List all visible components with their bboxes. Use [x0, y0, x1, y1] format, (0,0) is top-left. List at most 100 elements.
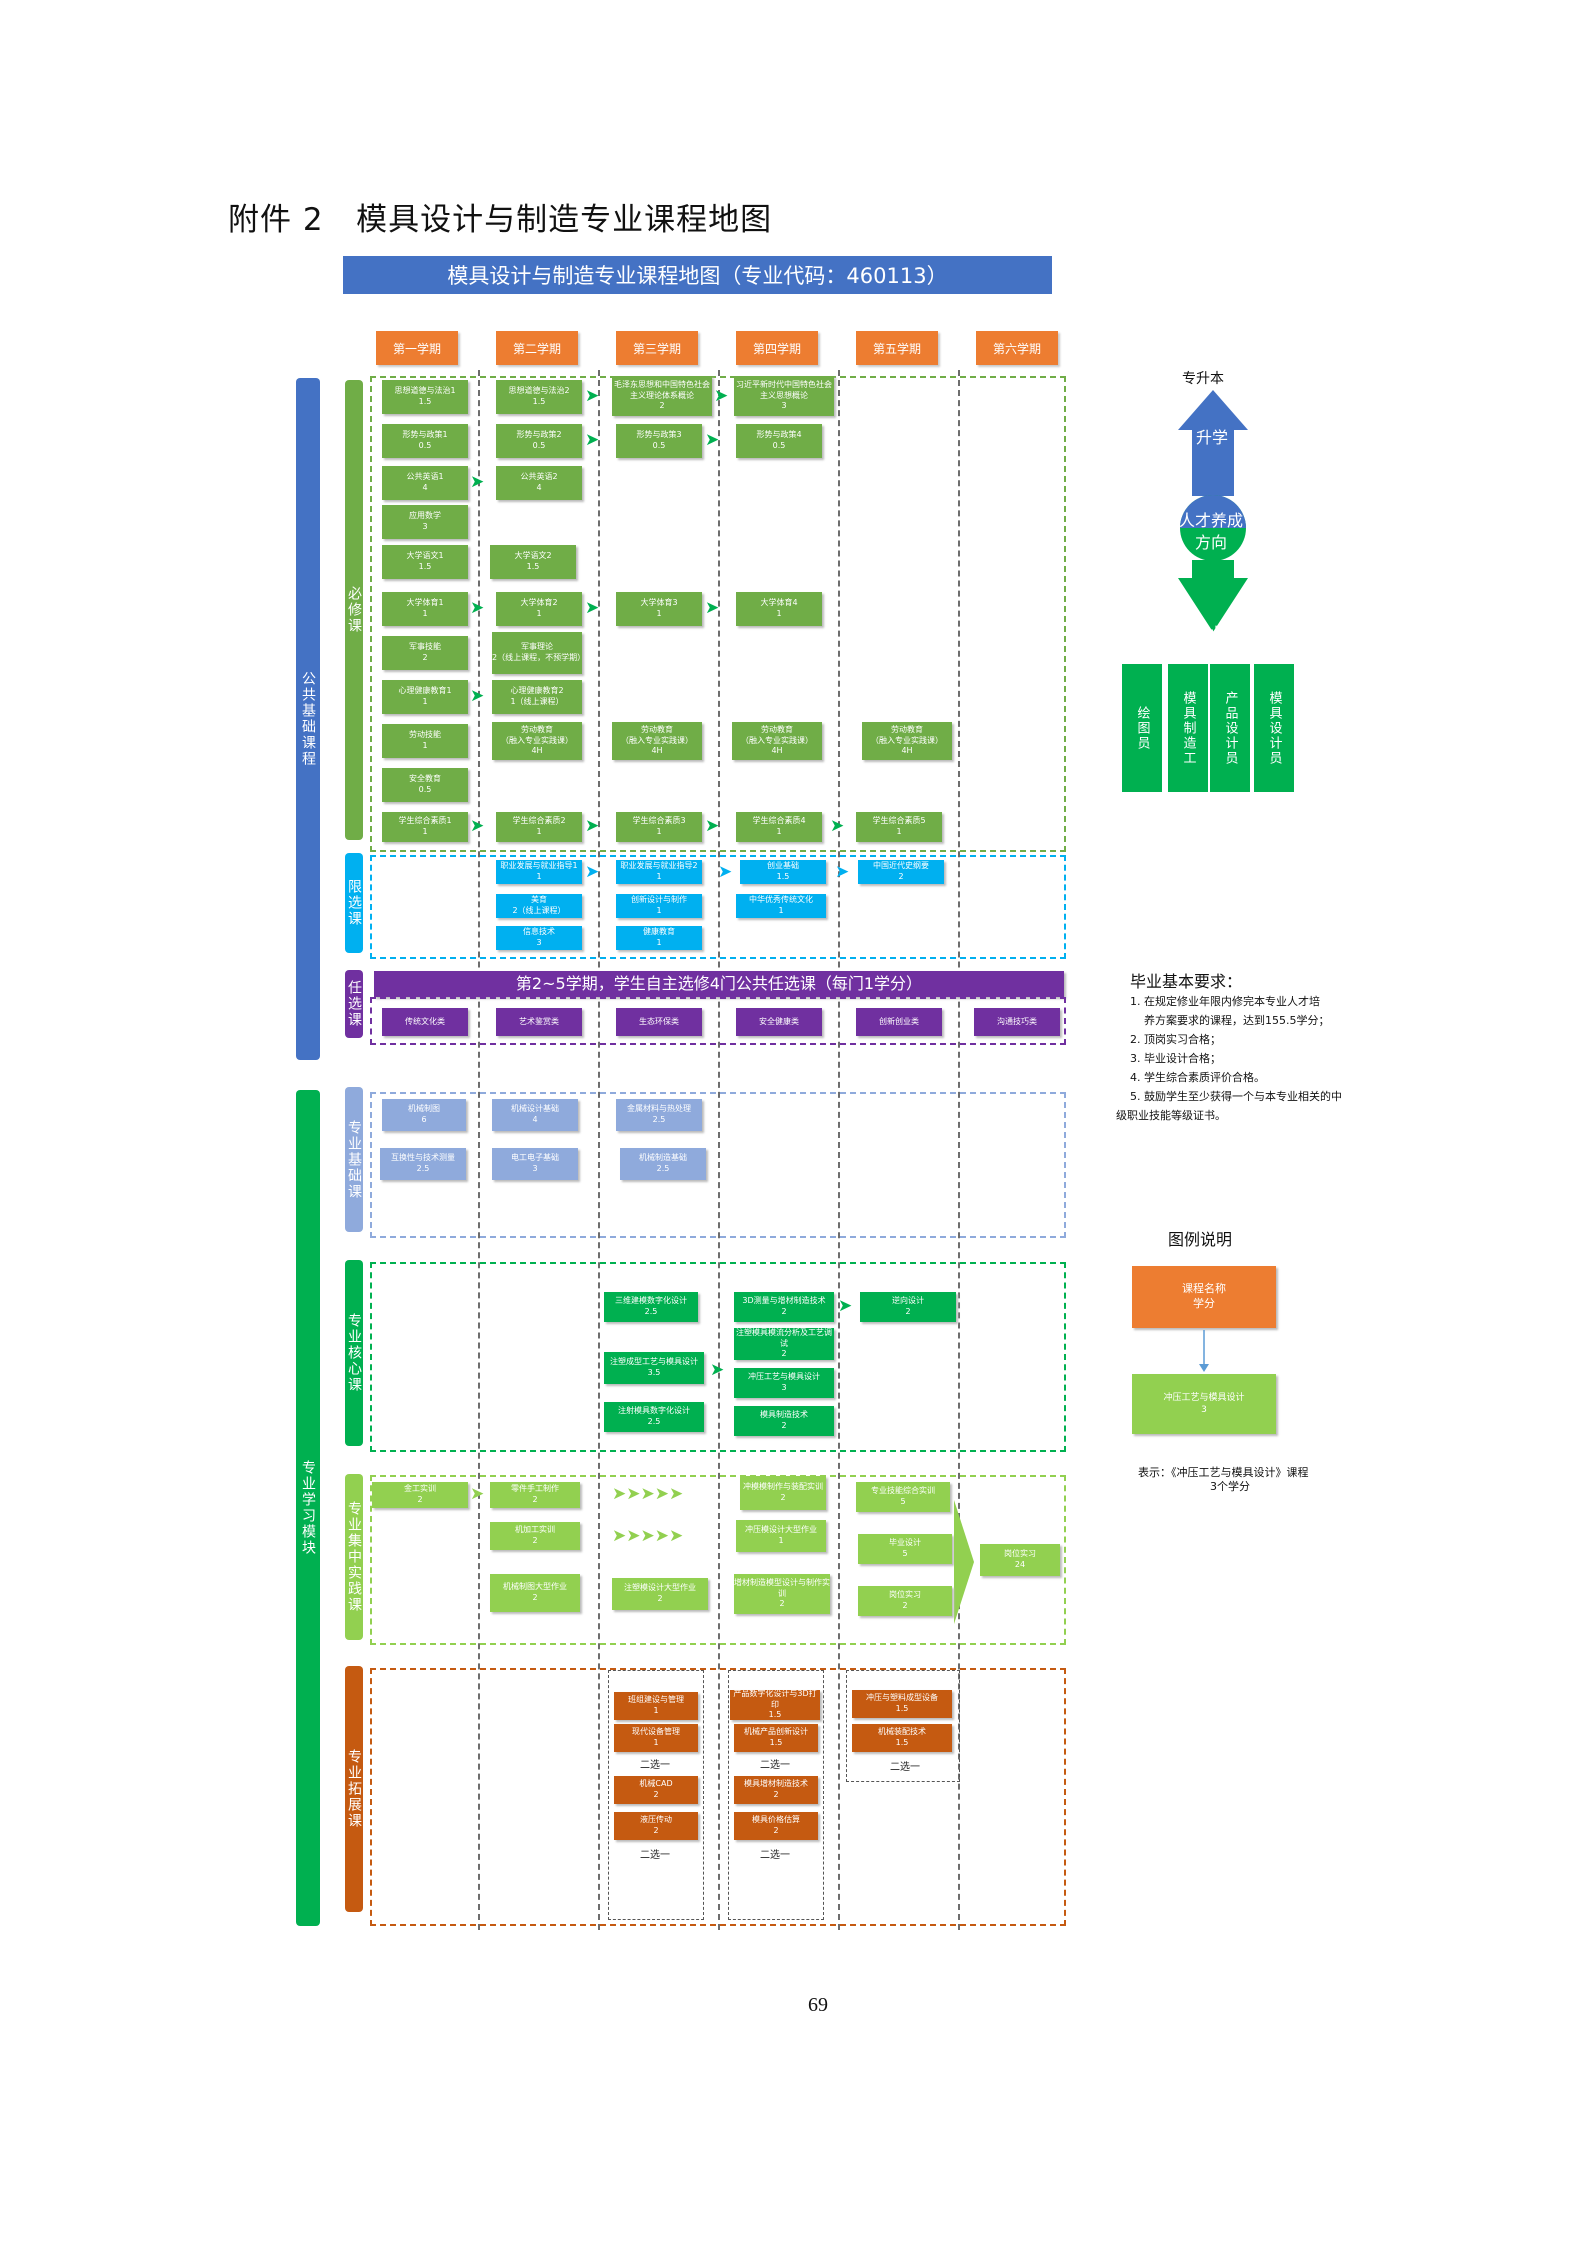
map-banner: 模具设计与制造专业课程地图（专业代码：460113） [343, 256, 1052, 294]
prof-core-section-bar: 专业核心课 [345, 1260, 363, 1446]
page-title: 附件 2 模具设计与制造专业课程地图 [228, 194, 772, 239]
arrow-right-icon: ➤ [710, 1360, 725, 1380]
graduation-item: 5. 鼓励学生至少获得一个与本专业相关的中 [1130, 1090, 1342, 1103]
legend-caption: 3个学分 [1210, 1480, 1250, 1493]
elective-category: 沟通技巧类 [974, 1008, 1060, 1036]
arrow-right-icon: ➤ [705, 816, 720, 836]
choose-one-label: 二选一 [890, 1762, 920, 1773]
job-box: 模具制造工 [1168, 664, 1208, 792]
arrow-right-icon: ➤ [705, 598, 720, 618]
career-down-label: 就业 [1194, 624, 1227, 643]
semester-divider [958, 370, 960, 1930]
elective-category: 艺术鉴赏类 [496, 1008, 582, 1036]
chevrons-right-icon: ➤➤➤➤➤ [612, 1484, 684, 1504]
professional-module-bar: 专业学习模块 [296, 1090, 320, 1926]
semester-5-header: 第五学期 [856, 331, 938, 365]
arrow-right-icon: ➤ [705, 430, 720, 450]
graduation-item: 养方案要求的课程，达到155.5学分； [1144, 1014, 1330, 1027]
graduation-item: 1. 在规定修业年限内修完本专业人才培 [1130, 995, 1320, 1008]
extend-group-frame [846, 1670, 960, 1782]
arrow-right-icon: ➤ [585, 598, 600, 618]
bracket-arrow-icon [954, 1500, 974, 1624]
arrow-right-icon: ➤ [585, 386, 600, 406]
choose-one-label: 二选一 [760, 1760, 790, 1771]
choose-one-label: 二选一 [760, 1850, 790, 1861]
graduation-item: 3. 毕业设计合格； [1130, 1052, 1221, 1065]
arrow-right-icon: ➤ [470, 686, 485, 706]
limited-section-bar: 限选课 [345, 853, 363, 953]
semester-6-header: 第六学期 [976, 331, 1058, 365]
arrow-right-icon: ➤ [470, 1484, 485, 1504]
course-box: 劳动教育（融入专业实践课）4H [612, 722, 702, 760]
arrow-right-icon: ➤ [470, 598, 485, 618]
down-arrow-icon [1178, 560, 1248, 632]
arrow-right-icon: ➤ [585, 862, 600, 882]
legend-title: 图例说明 [1168, 1230, 1233, 1249]
arrow-right-icon: ➤ [838, 1296, 853, 1316]
job-box: 产品设计员 [1210, 664, 1250, 792]
elective-category: 创新创业类 [856, 1008, 942, 1036]
legend-arrow-icon [1199, 1330, 1209, 1372]
legend-caption: 表示：《冲压工艺与模具设计》课程 [1138, 1466, 1309, 1479]
arrow-right-icon: ➤ [835, 862, 850, 882]
choose-one-label: 二选一 [640, 1850, 670, 1861]
career-top-label: 专升本 [1182, 371, 1224, 387]
elective-section-bar: 任选课 [345, 970, 363, 1038]
prof-basic-section-bar: 专业基础课 [345, 1087, 363, 1232]
arrow-right-icon: ➤ [830, 816, 845, 836]
up-arrow-icon [1178, 390, 1248, 496]
attachment-label: 附件 2 [228, 202, 324, 238]
semester-3-header: 第三学期 [616, 331, 698, 365]
extend-group-frame [728, 1670, 824, 1920]
prof-practice-section-bar: 专业集中实践课 [345, 1474, 363, 1640]
required-section-bar: 必修课 [345, 380, 363, 840]
elective-category: 传统文化类 [382, 1008, 468, 1036]
elective-banner: 第2~5学期，学生自主选修4门公共任选课（每门1学分） [374, 971, 1064, 997]
job-box: 绘图员 [1122, 664, 1162, 792]
semester-1-header: 第一学期 [376, 331, 458, 365]
page-number: 69 [808, 1994, 828, 2016]
course-box: 劳动教育（融入专业实践课）4H [862, 722, 952, 760]
chevrons-right-icon: ➤➤➤➤➤ [612, 1526, 684, 1546]
semester-divider [718, 370, 720, 1930]
